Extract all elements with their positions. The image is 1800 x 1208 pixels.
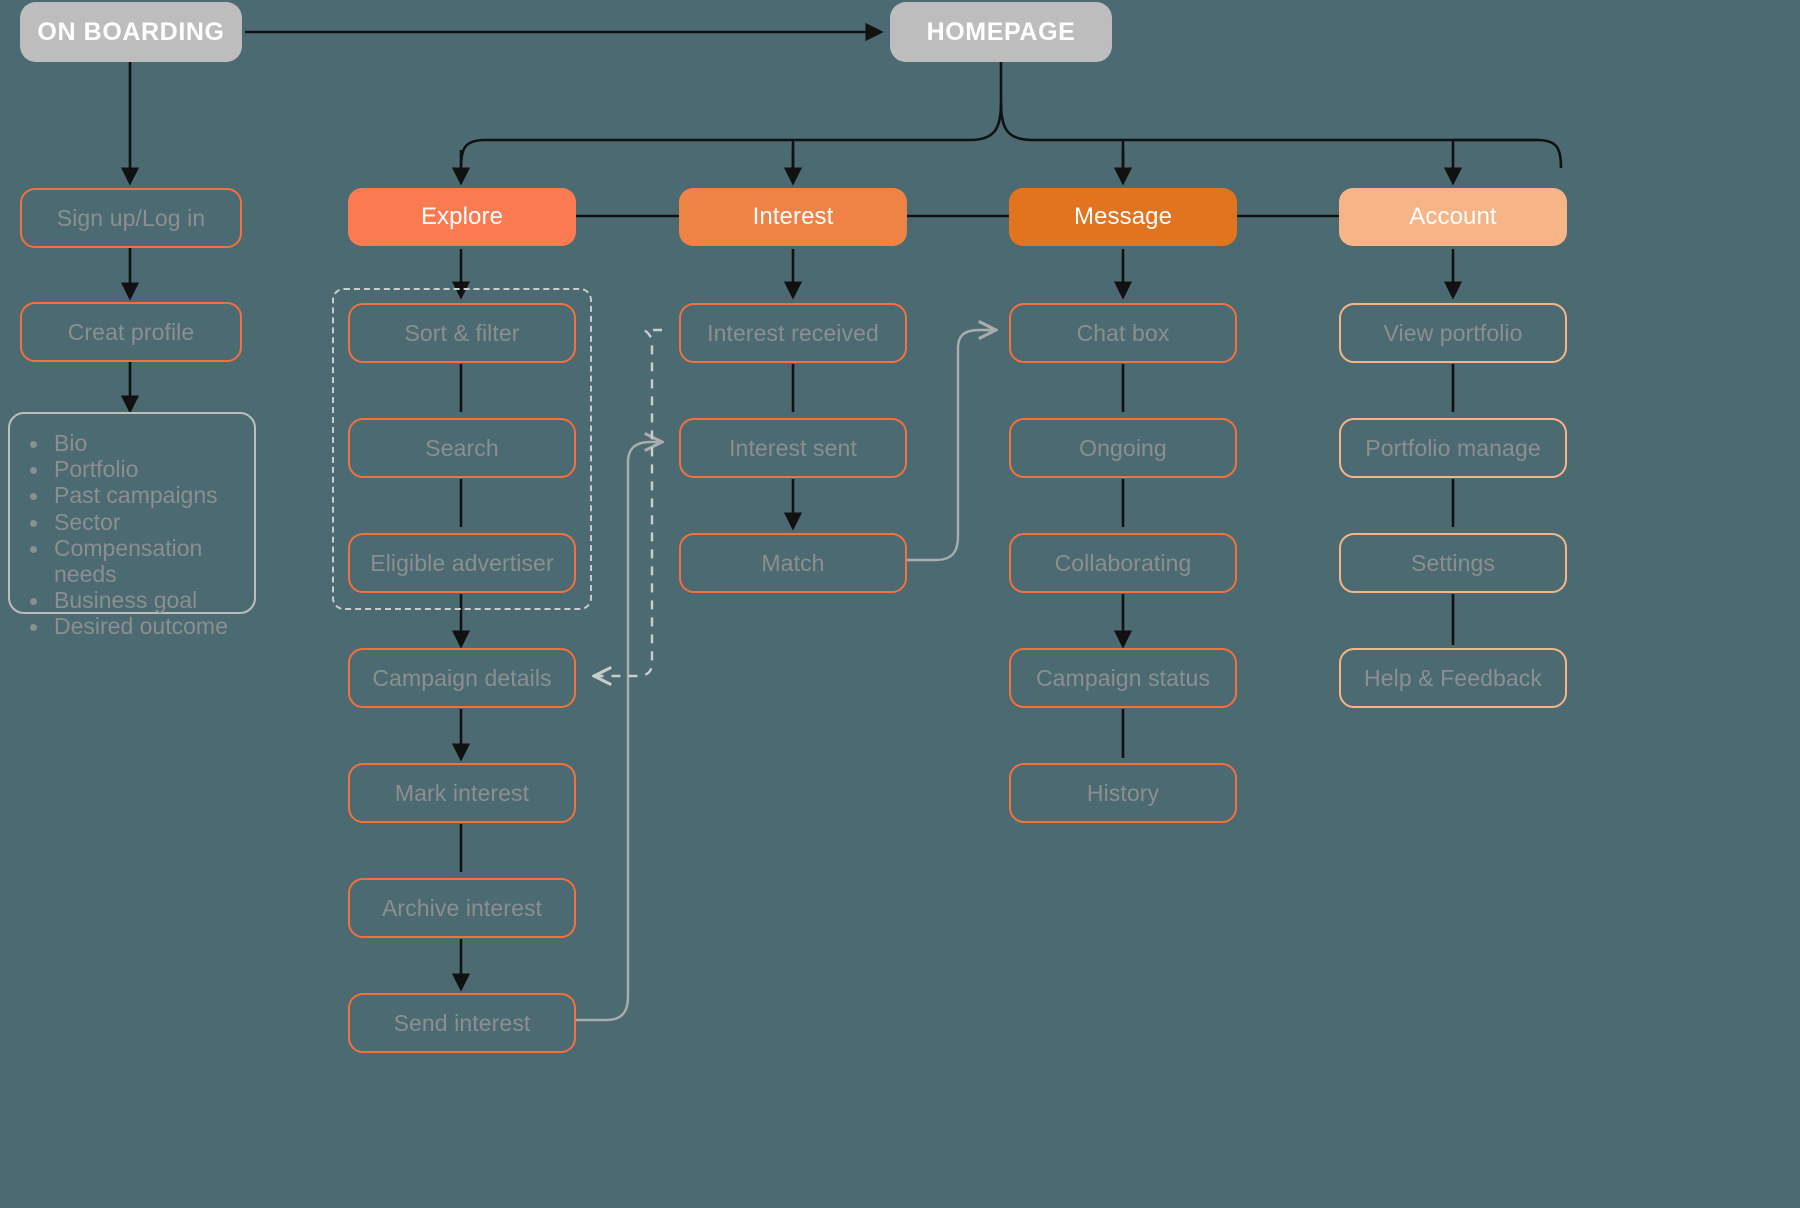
tab-label: Interest [752, 203, 834, 230]
list-item: Desired outcome [30, 613, 244, 639]
node-campaign-status[interactable]: Campaign status [1009, 648, 1237, 708]
node-label: Archive interest [381, 894, 543, 921]
node-label: Settings [1411, 549, 1495, 576]
node-label: Help & Feedback [1364, 664, 1542, 691]
node-portfolio-manage[interactable]: Portfolio manage [1339, 418, 1567, 478]
node-label: History [1086, 779, 1160, 806]
node-match[interactable]: Match [679, 533, 907, 593]
node-search[interactable]: Search [348, 418, 576, 478]
node-label: Send interest [393, 1009, 531, 1036]
list-item: Compensation needs [30, 535, 244, 587]
node-sign-up-log-in[interactable]: Sign up/Log in [20, 188, 242, 248]
node-interest-received[interactable]: Interest received [679, 303, 907, 363]
node-help-and-feedback[interactable]: Help & Feedback [1339, 648, 1567, 708]
node-collaborating[interactable]: Collaborating [1009, 533, 1237, 593]
node-on-boarding[interactable]: ON BOARDING [20, 2, 242, 62]
node-label: Creat profile [67, 318, 195, 345]
node-ongoing[interactable]: Ongoing [1009, 418, 1237, 478]
tab-interest[interactable]: Interest [679, 188, 907, 246]
node-label: Match [761, 549, 825, 576]
node-label: Ongoing [1079, 434, 1167, 461]
node-chat-box[interactable]: Chat box [1009, 303, 1237, 363]
node-interest-sent[interactable]: Interest sent [679, 418, 907, 478]
node-eligible-advertiser[interactable]: Eligible advertiser [348, 533, 576, 593]
node-label: ON BOARDING [37, 17, 225, 46]
node-view-portfolio[interactable]: View portfolio [1339, 303, 1567, 363]
node-homepage[interactable]: HOMEPAGE [890, 2, 1112, 62]
node-label: Portfolio manage [1365, 434, 1541, 461]
node-label: Campaign details [372, 664, 552, 691]
tab-message[interactable]: Message [1009, 188, 1237, 246]
list-item: Past campaigns [30, 482, 244, 508]
node-send-interest[interactable]: Send interest [348, 993, 576, 1053]
node-label: Sort & filter [404, 319, 520, 346]
tab-label: Account [1409, 203, 1497, 230]
node-label: View portfolio [1383, 319, 1523, 346]
tab-account[interactable]: Account [1339, 188, 1567, 246]
node-label: Interest received [707, 319, 879, 346]
tab-label: Message [1073, 203, 1173, 230]
node-label: Sign up/Log in [56, 204, 206, 231]
node-history[interactable]: History [1009, 763, 1237, 823]
tab-label: Explore [420, 203, 504, 230]
node-settings[interactable]: Settings [1339, 533, 1567, 593]
node-sort-and-filter[interactable]: Sort & filter [348, 303, 576, 363]
node-label: Collaborating [1054, 549, 1192, 576]
node-label: Eligible advertiser [370, 549, 554, 576]
list-item: Business goal [30, 587, 244, 613]
node-label: Search [425, 434, 499, 461]
node-mark-interest[interactable]: Mark interest [348, 763, 576, 823]
node-label: HOMEPAGE [926, 17, 1076, 46]
node-label: Interest sent [729, 434, 857, 461]
profile-fields-list: Bio Portfolio Past campaigns Sector Comp… [10, 430, 244, 640]
node-label: Campaign status [1035, 664, 1211, 691]
node-label: Chat box [1076, 319, 1170, 346]
explore-search-group [332, 288, 592, 610]
tab-explore[interactable]: Explore [348, 188, 576, 246]
list-item: Portfolio [30, 456, 244, 482]
list-item: Bio [30, 430, 244, 456]
node-label: Mark interest [394, 779, 530, 806]
node-creat-profile[interactable]: Creat profile [20, 302, 242, 362]
node-campaign-details[interactable]: Campaign details [348, 648, 576, 708]
list-item: Sector [30, 509, 244, 535]
profile-fields-card: Bio Portfolio Past campaigns Sector Comp… [8, 412, 256, 639]
node-archive-interest[interactable]: Archive interest [348, 878, 576, 938]
